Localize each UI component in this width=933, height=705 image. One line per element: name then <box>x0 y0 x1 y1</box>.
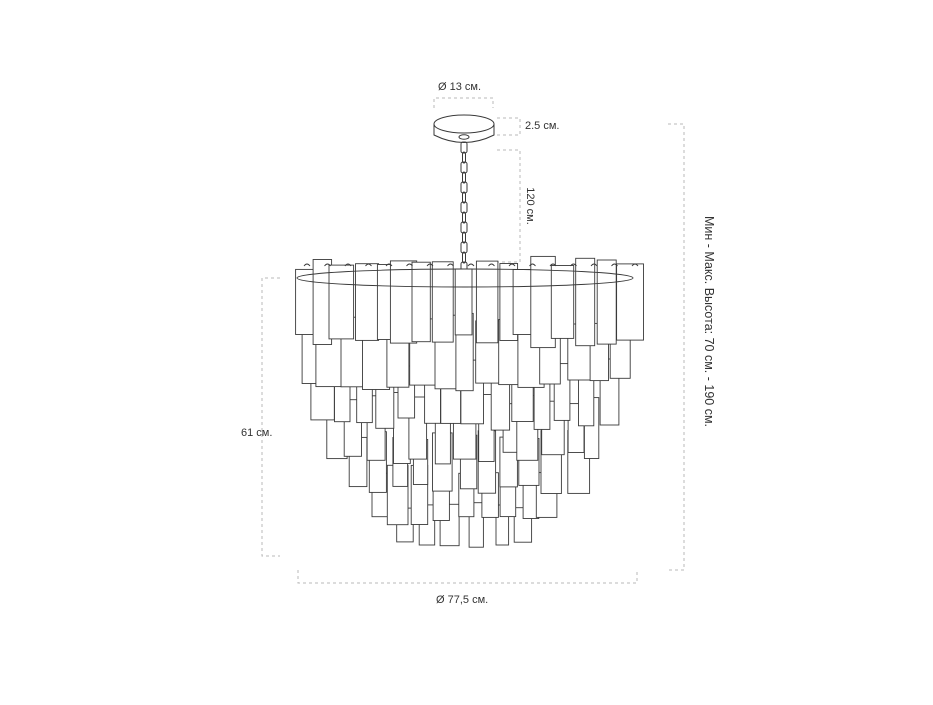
crystal-hook <box>426 263 434 267</box>
chain-link <box>462 251 466 264</box>
crystal-hook <box>529 263 536 267</box>
crystal-pendant <box>355 263 380 341</box>
crystal-hook <box>488 263 495 267</box>
top-ring <box>296 268 634 288</box>
crystal-hook <box>303 263 311 267</box>
chain-length-label: 120 см. <box>523 187 536 225</box>
chain-link <box>460 161 468 174</box>
chain-link <box>462 171 466 184</box>
chain-link <box>460 241 468 254</box>
chain-link <box>462 191 466 204</box>
crystal-hook <box>365 263 372 267</box>
chain-link <box>462 151 466 164</box>
crystal-pendant <box>328 264 355 340</box>
crystal-pendant <box>411 261 431 343</box>
crystal-pendants <box>295 255 644 548</box>
crystal-hook <box>549 263 557 267</box>
chandelier-body <box>295 255 644 555</box>
crystal-hook <box>611 263 618 267</box>
canopy-diameter-label: Ø 13 см. <box>438 81 482 93</box>
crystal-hook <box>508 263 516 267</box>
total-height-label: Мин - Макс. Высота: 70 см. - 190 см. <box>702 216 716 428</box>
crystal-hook <box>344 263 352 267</box>
crystal-hook <box>467 263 475 267</box>
suspension-chain <box>460 141 468 274</box>
canopy-height-label: 2.5 см. <box>525 120 560 132</box>
body-height-label: 61 см. <box>241 427 273 439</box>
crystal-pendant <box>575 257 596 347</box>
body-diameter-label: Ø 77,5 см. <box>436 594 489 606</box>
crystal-hook <box>447 263 454 267</box>
crystal-hook <box>406 263 413 267</box>
crystal-pendant <box>475 260 499 344</box>
crystal-hook <box>631 263 639 267</box>
crystal-pendant <box>431 261 454 343</box>
ceiling-canopy <box>433 114 495 143</box>
crystal-hook <box>570 263 577 267</box>
crystal-pendant <box>550 265 575 339</box>
crystal-hook <box>590 263 598 267</box>
dimension-lines <box>261 97 685 584</box>
chain-link <box>460 141 468 154</box>
chain-link <box>462 231 466 244</box>
crystal-pendant <box>454 268 473 336</box>
crystal-hook <box>324 263 331 267</box>
chain-link <box>460 201 468 214</box>
chain-link <box>460 181 468 194</box>
chain-link <box>460 221 468 234</box>
crystal-pendant <box>616 263 644 341</box>
crystal-hook <box>385 263 393 267</box>
chain-link <box>462 211 466 224</box>
